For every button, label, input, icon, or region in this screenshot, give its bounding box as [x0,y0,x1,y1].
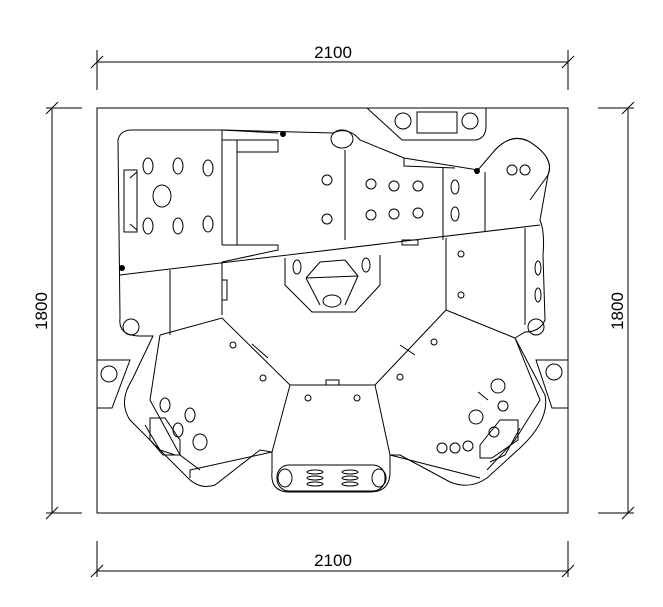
right-height-label: 1800 [608,292,627,330]
dimension-right: 1800 [598,101,635,520]
dimension-bottom: 2100 [90,541,575,578]
spa-outer-shell [96,107,569,514]
top-width-label: 2100 [314,43,352,62]
dimension-left: 1800 [32,101,82,520]
right-bench [445,228,545,336]
headrest-right [494,137,550,201]
control-panel [366,107,487,141]
left-lower-seat [144,317,291,478]
left-bench [122,262,228,336]
dimension-top: 2100 [90,43,575,90]
bottom-width-label: 2100 [314,551,352,570]
left-height-label: 1800 [32,292,51,330]
right-lower-seat [374,309,541,479]
cup-holder-right [535,359,568,409]
cup-holder-left [97,359,131,409]
middle-seats [321,129,486,246]
foot-well-top [284,255,381,313]
lounger-seat [119,129,541,276]
